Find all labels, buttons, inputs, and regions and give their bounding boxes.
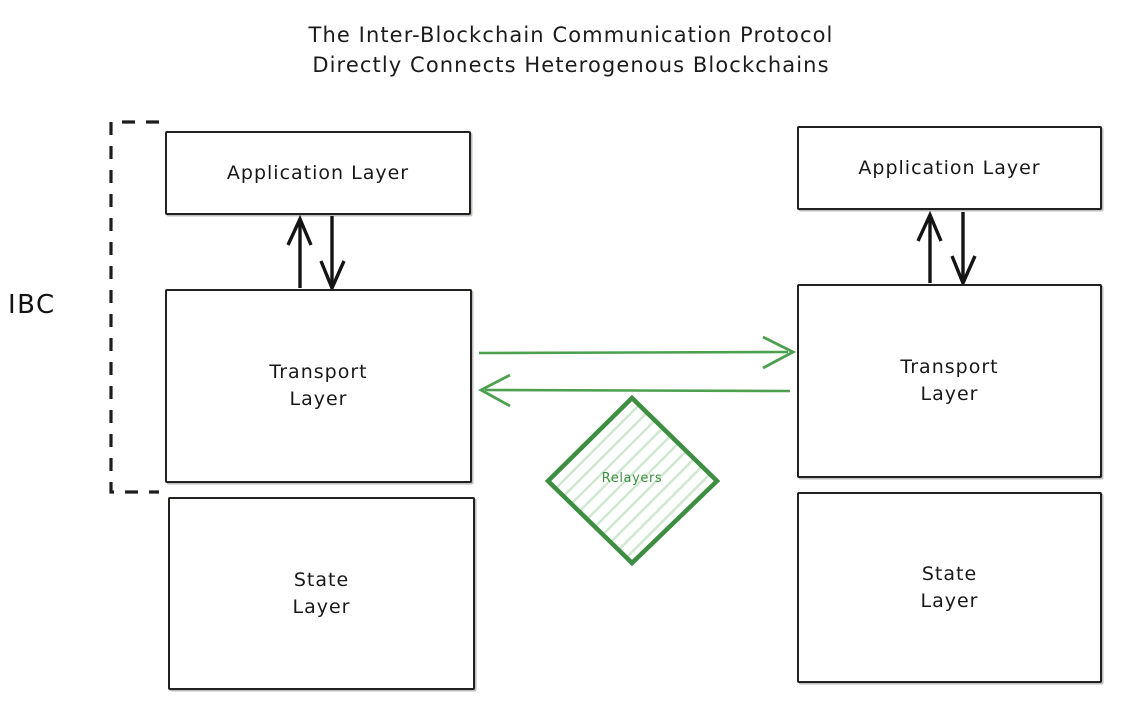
left-application-layer-box[interactable]: Application Layer (165, 131, 471, 215)
left-application-layer-label: Application Layer (226, 161, 410, 184)
right-application-layer-box[interactable]: Application Layer (797, 126, 1102, 210)
ibc-group-label: IBC (8, 290, 56, 320)
right-transport-layer-box[interactable]: Transport Layer (797, 284, 1102, 478)
right-app-to-transport-connector (916, 210, 977, 288)
right-application-layer-label: Application Layer (858, 156, 1041, 179)
right-transport-layer-label: Transport Layer (900, 356, 999, 405)
left-state-layer-label: State Layer (292, 568, 351, 618)
left-transport-layer-box[interactable]: Transport Layer (165, 289, 472, 483)
right-state-layer-label: State Layer (920, 562, 979, 612)
transport-to-transport-reverse-arrow (478, 373, 791, 408)
transport-to-transport-forward-arrow (478, 335, 797, 370)
ibc-bracket (109, 120, 159, 494)
relayers-diamond[interactable] (544, 394, 721, 567)
left-app-to-transport-connector (286, 214, 346, 293)
right-state-layer-box[interactable]: State Layer (797, 492, 1102, 683)
left-transport-layer-label: Transport Layer (269, 361, 368, 410)
left-state-layer-box[interactable]: State Layer (168, 497, 475, 690)
